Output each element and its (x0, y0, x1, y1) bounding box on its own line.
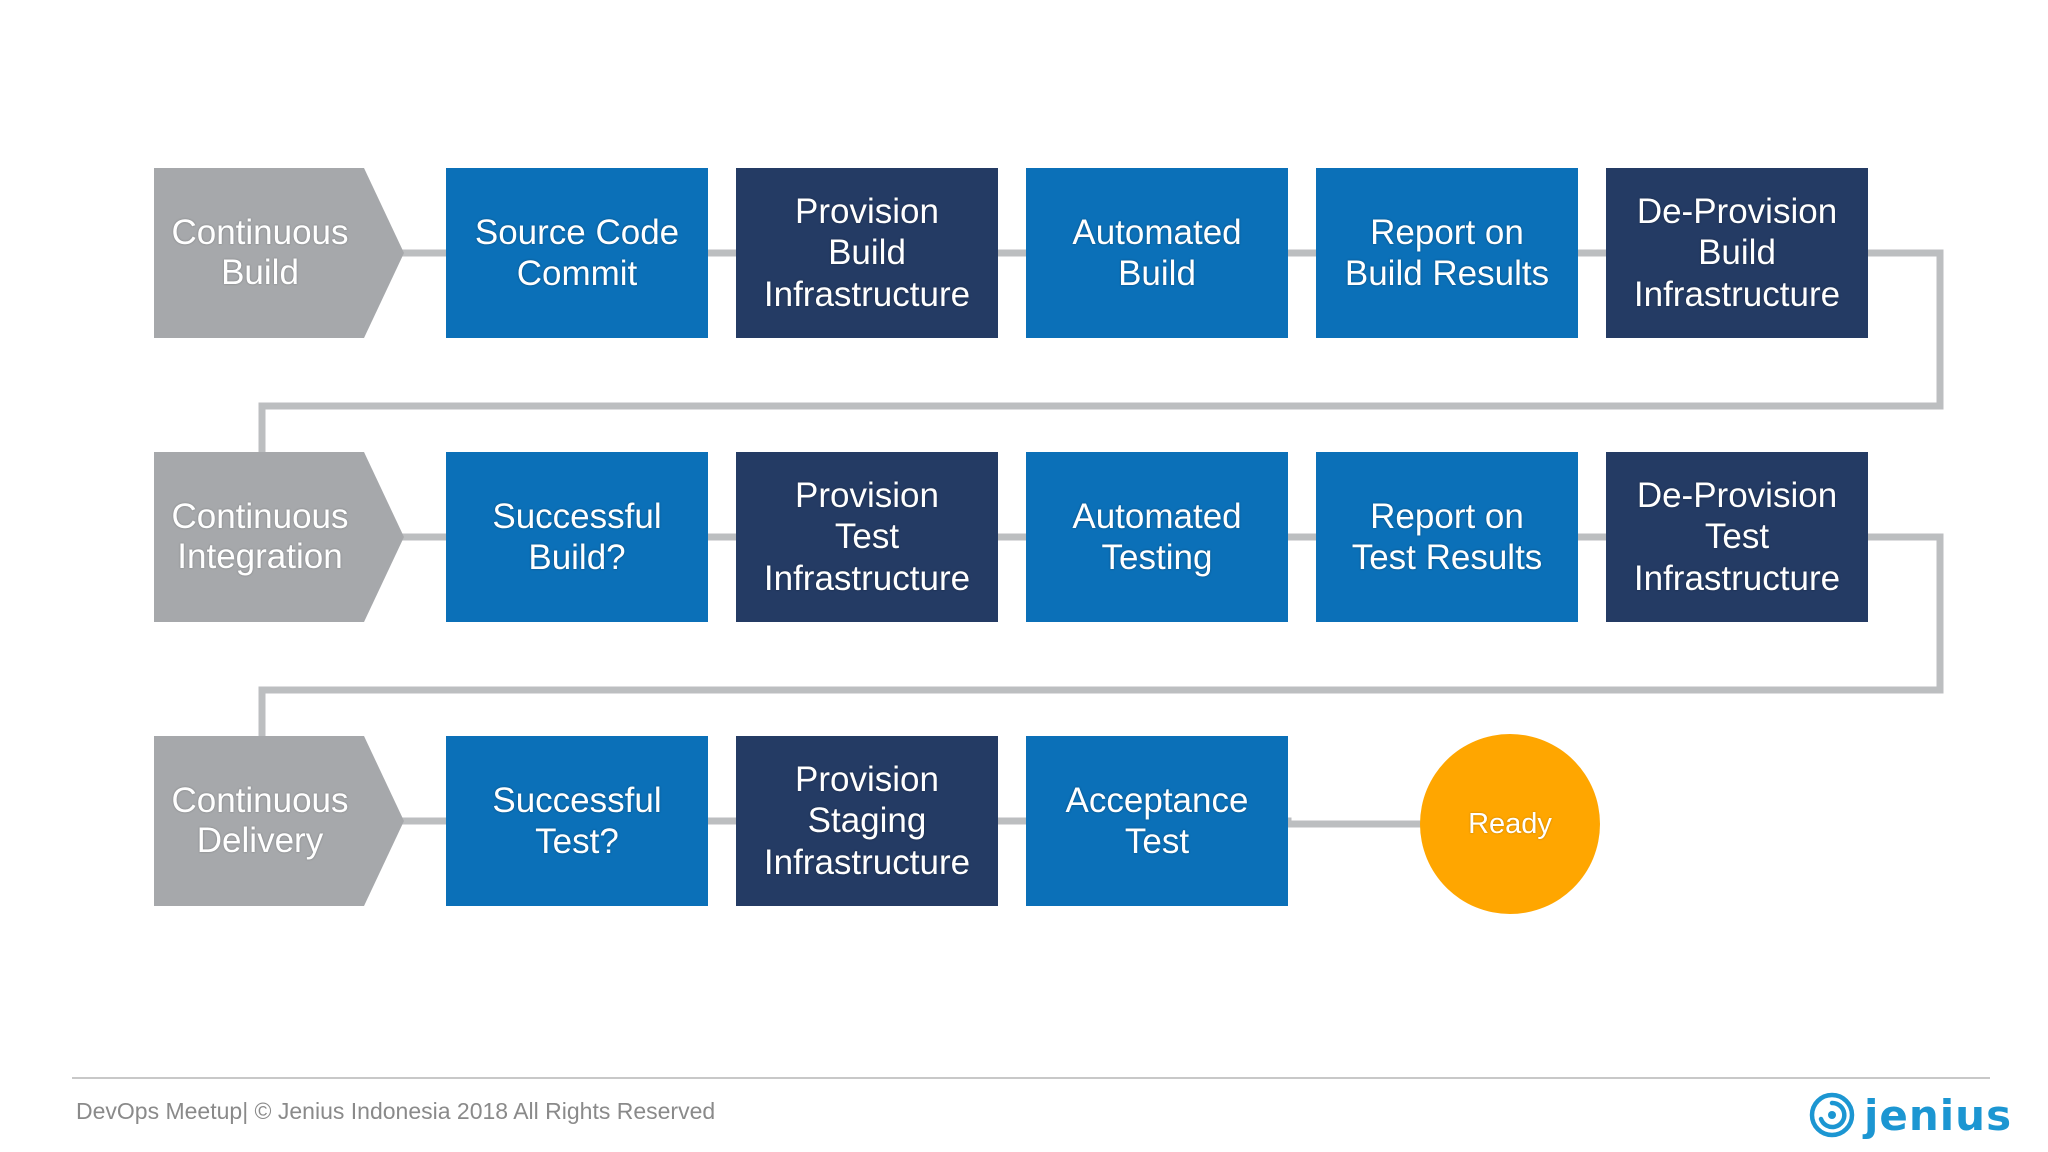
pipeline-step: Report on Build Results (1316, 168, 1578, 338)
footer-copyright: DevOps Meetup| © Jenius Indonesia 2018 A… (76, 1098, 716, 1124)
step-label: Provision Staging Infrastructure (763, 760, 971, 882)
pipeline-step: Provision Build Infrastructure (736, 168, 998, 338)
step-label: Automated Testing (1072, 496, 1242, 577)
pipeline-step: Source Code Commit (446, 168, 708, 338)
step-label: De-Provision Build Infrastructure (1633, 192, 1841, 314)
step-label: Acceptance Test (1065, 780, 1249, 861)
pipeline-step: Acceptance Test (1026, 736, 1288, 906)
pipeline-step: Successful Build? (446, 452, 708, 622)
pipeline-step: Automated Build (1026, 168, 1288, 338)
stage-chevron: Continuous Delivery (154, 736, 404, 906)
step-label: Provision Build Infrastructure (763, 192, 971, 314)
step-label: Successful Test? (492, 780, 662, 861)
pipeline-step: De-Provision Build Infrastructure (1606, 168, 1868, 338)
step-label: Provision Test Infrastructure (763, 476, 971, 598)
stage-label: Continuous Build (171, 212, 349, 292)
step-label: Report on Test Results (1351, 496, 1543, 577)
stage-chevron: Continuous Integration (154, 452, 404, 622)
pipeline-step: De-Provision Test Infrastructure (1606, 452, 1868, 622)
footer-divider (72, 1077, 1990, 1079)
step-label: De-Provision Test Infrastructure (1633, 476, 1841, 598)
pipeline-step: Report on Test Results (1316, 452, 1578, 622)
jenius-logo: jenius (1808, 1090, 2012, 1140)
ready-circle: Ready (1420, 734, 1600, 914)
pipeline-step: Automated Testing (1026, 452, 1288, 622)
stage-label: Continuous Delivery (171, 780, 349, 860)
ready-label: Ready (1468, 807, 1552, 840)
logo-text: jenius (1864, 1090, 2013, 1140)
step-label: Successful Build? (492, 496, 662, 577)
stage-label: Continuous Integration (171, 496, 349, 576)
jenius-swirl-icon (1809, 1092, 1855, 1138)
pipeline-step: Provision Test Infrastructure (736, 452, 998, 622)
step-label: Source Code Commit (474, 212, 680, 293)
stage-chevron: Continuous Build (154, 168, 404, 338)
step-label: Automated Build (1072, 212, 1242, 293)
pipeline-step: Successful Test? (446, 736, 708, 906)
step-label: Report on Build Results (1344, 212, 1550, 293)
pipeline-step: Provision Staging Infrastructure (736, 736, 998, 906)
